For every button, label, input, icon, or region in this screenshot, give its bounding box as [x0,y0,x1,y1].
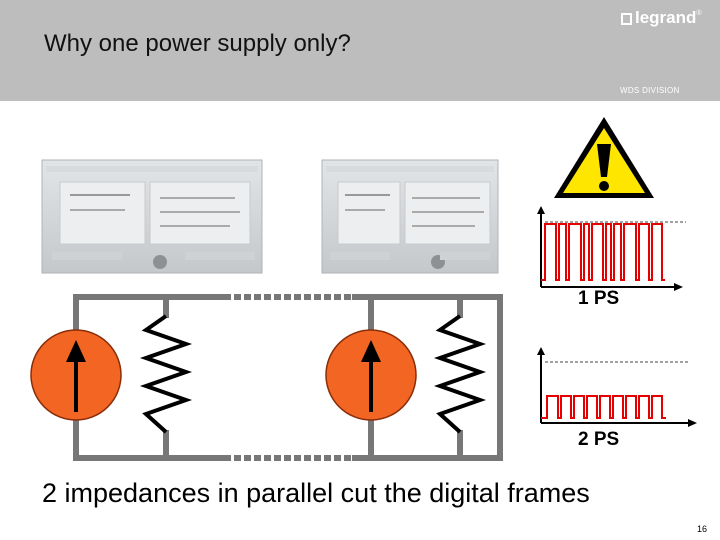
resistor-1-icon [139,314,193,434]
warning-icon [554,117,654,198]
logo-text: legrand [635,8,697,27]
legrand-logo: legrand® [621,8,702,28]
resistor-2-icon [433,314,487,434]
current-source-1 [30,329,122,421]
slide-title: Why one power supply only? [44,30,351,57]
header-bar [0,0,720,101]
circuit-wires [73,294,503,461]
signal-graph-two-ps [537,347,697,427]
power-supply-unit-1 [41,159,263,274]
page-number: 16 [697,524,708,534]
signal-graph-one-ps [537,206,686,291]
logo-mark-icon [621,13,632,25]
slide-caption: 2 impedances in parallel cut the digital… [42,478,590,508]
power-supply-unit-2 [321,159,499,274]
two-ps-label: 2 PS [578,429,620,450]
current-source-2 [325,329,417,421]
one-ps-label: 1 PS [578,288,620,309]
division-label: WDS DIVISION [620,86,680,95]
